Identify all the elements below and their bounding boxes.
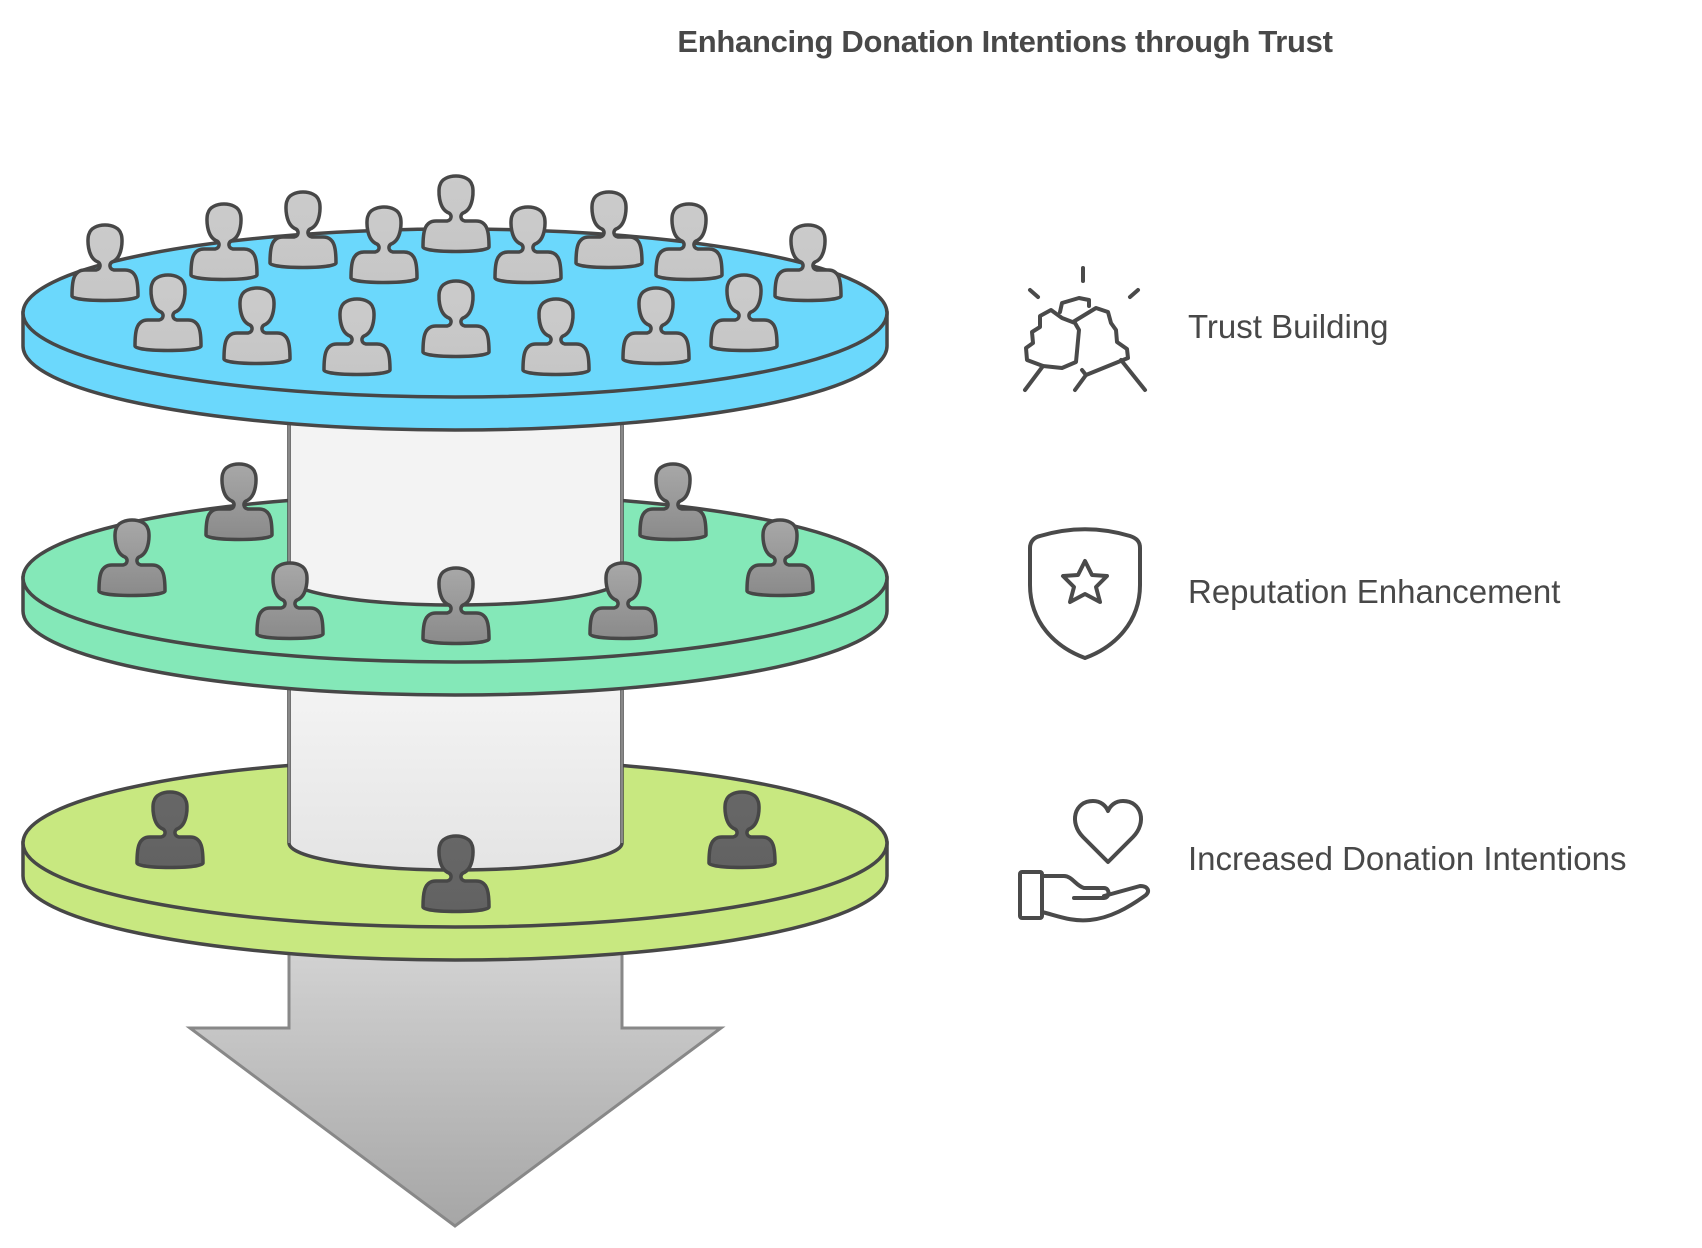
person-icon [421,174,491,254]
handshake-icon [1023,266,1147,392]
down-arrow-icon [185,938,726,1228]
layer-label-trust-building: Trust Building [1188,308,1389,345]
layer-label-reputation-enhancement: Reputation Enhancement [1188,573,1561,610]
diagram-title: Enhancing Donation Intentions through Tr… [677,24,1333,59]
layer-label-increased-donation-intentions: Increased Donation Intentions [1188,840,1627,877]
shield-star-icon [1028,527,1142,660]
hand-heart-icon [1018,799,1150,923]
person-icon [268,190,338,270]
person-icon [574,190,644,270]
